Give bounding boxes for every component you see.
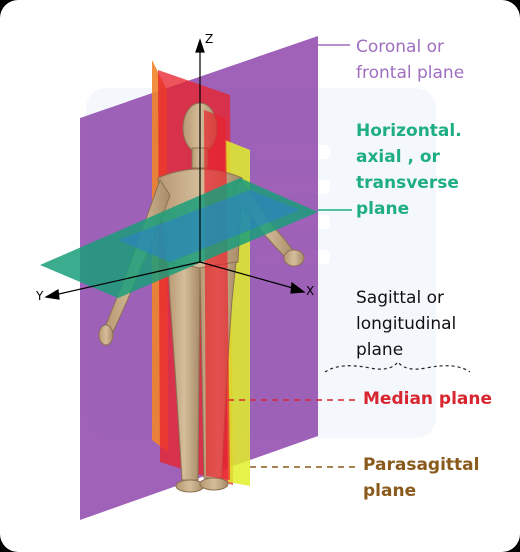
horizontal-label-line: axial , or — [356, 147, 440, 167]
median-label-line: Median plane — [363, 389, 493, 409]
parasagittal-label-line: Parasagittal — [363, 455, 480, 475]
horizontal-plane-blue-tint — [118, 190, 300, 262]
parasagittal-label-line: plane — [363, 481, 417, 501]
sagittal-label: Sagittal or longitudinal plane — [356, 285, 456, 363]
coronal-label-line: Coronal or — [356, 37, 444, 57]
median-plane-overlay — [204, 110, 230, 480]
x-axis-label: X — [306, 284, 315, 298]
sagittal-brace — [324, 361, 471, 373]
coronal-label: Coronal or frontal plane — [356, 34, 464, 86]
y-axis — [49, 261, 201, 297]
y-axis-arrow — [44, 289, 60, 300]
sagittal-label-line: longitudinal — [356, 314, 457, 334]
leader-lines — [228, 44, 471, 468]
sagittal-label-line: plane — [356, 340, 404, 360]
parasagittal-label: Parasagittal plane — [363, 452, 479, 504]
z-axis-label: Z — [205, 32, 214, 46]
coronal-label-line: frontal plane — [356, 63, 465, 83]
axes — [44, 38, 306, 300]
horizontal-label-line: Horizontal. — [356, 121, 462, 141]
horizontal-label: Horizontal. axial , or transverse plane — [356, 118, 462, 222]
x-axis-arrow — [290, 281, 306, 294]
y-axis-label: Y — [36, 289, 44, 303]
sagittal-label-line: Sagittal or — [356, 288, 444, 308]
horizontal-label-line: plane — [356, 199, 410, 219]
horizontal-label-line: transverse — [356, 173, 459, 193]
z-axis-arrow — [195, 38, 205, 53]
median-label: Median plane — [363, 386, 492, 412]
x-axis — [199, 261, 301, 291]
